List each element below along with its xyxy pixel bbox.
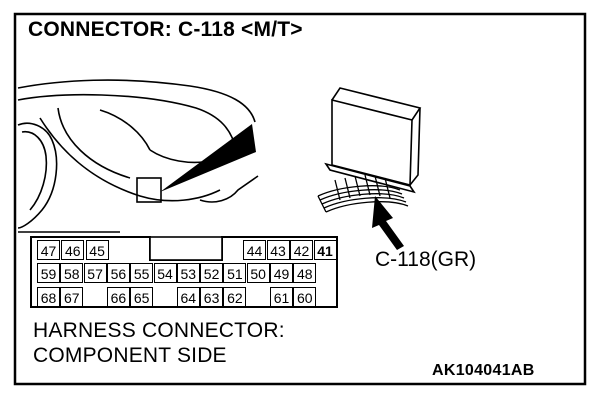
pin-41: 41 bbox=[313, 240, 337, 260]
pin-54: 54 bbox=[153, 263, 177, 283]
callout-wedge bbox=[160, 124, 256, 192]
figure-code: AK104041AB bbox=[432, 362, 535, 379]
pin-52: 52 bbox=[200, 263, 224, 283]
pin-62: 62 bbox=[223, 287, 247, 307]
pin-58: 58 bbox=[60, 263, 84, 283]
pin-44: 44 bbox=[243, 240, 266, 260]
pin-63: 63 bbox=[200, 287, 224, 307]
pin-45: 45 bbox=[85, 240, 109, 260]
pin-53: 53 bbox=[176, 263, 200, 283]
pin-68: 68 bbox=[37, 287, 60, 307]
caption-line-2: COMPONENT SIDE bbox=[33, 344, 227, 367]
pin-61: 61 bbox=[270, 287, 293, 307]
pin-59: 59 bbox=[37, 263, 60, 283]
page-title: CONNECTOR: C-118 <M/T> bbox=[28, 18, 303, 41]
pin-57: 57 bbox=[83, 263, 107, 283]
pin-65: 65 bbox=[130, 287, 154, 307]
pin-48: 48 bbox=[293, 263, 317, 283]
ecu-module bbox=[324, 87, 422, 194]
pin-66: 66 bbox=[106, 287, 130, 307]
dashboard-illustration bbox=[17, 79, 259, 233]
pin-47: 47 bbox=[37, 240, 60, 260]
connector-key bbox=[149, 236, 223, 261]
pin-56: 56 bbox=[106, 263, 130, 283]
pin-55: 55 bbox=[130, 263, 154, 283]
caption-line-1: HARNESS CONNECTOR: bbox=[33, 319, 285, 342]
diagram-border bbox=[13, 12, 587, 386]
pin-42: 42 bbox=[290, 240, 313, 260]
connector-id-label: C-118(GR) bbox=[375, 248, 477, 271]
harness-wires bbox=[317, 174, 409, 213]
pin-43: 43 bbox=[266, 240, 290, 260]
pin-46: 46 bbox=[61, 240, 85, 260]
pin-60: 60 bbox=[293, 287, 317, 307]
pin-50: 50 bbox=[246, 263, 270, 283]
pin-64: 64 bbox=[176, 287, 200, 307]
pin-67: 67 bbox=[60, 287, 84, 307]
arrow-icon bbox=[372, 196, 404, 250]
pin-49: 49 bbox=[270, 263, 293, 283]
pin-51: 51 bbox=[223, 263, 247, 283]
connector-location-marker bbox=[136, 177, 162, 203]
